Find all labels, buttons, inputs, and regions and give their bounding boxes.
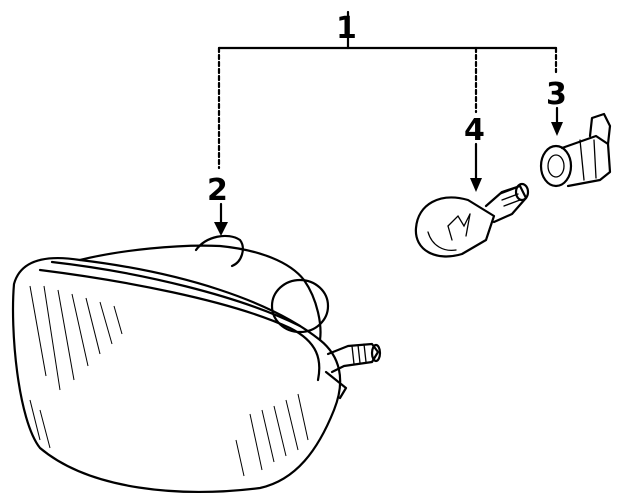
callout-4-label: 4 bbox=[464, 113, 485, 148]
socket-illustration bbox=[539, 112, 612, 188]
callout-1-label: 1 bbox=[336, 11, 357, 46]
callout-3-label: 3 bbox=[546, 77, 567, 112]
callout-2-label: 2 bbox=[207, 173, 228, 208]
callout-4-arrow bbox=[470, 142, 482, 192]
bulb-illustration bbox=[414, 182, 530, 258]
callout-2-arrow bbox=[214, 202, 228, 236]
callout-bracket bbox=[217, 10, 558, 170]
lamp-housing-illustration bbox=[11, 234, 382, 493]
callout-3-arrow bbox=[551, 106, 563, 136]
